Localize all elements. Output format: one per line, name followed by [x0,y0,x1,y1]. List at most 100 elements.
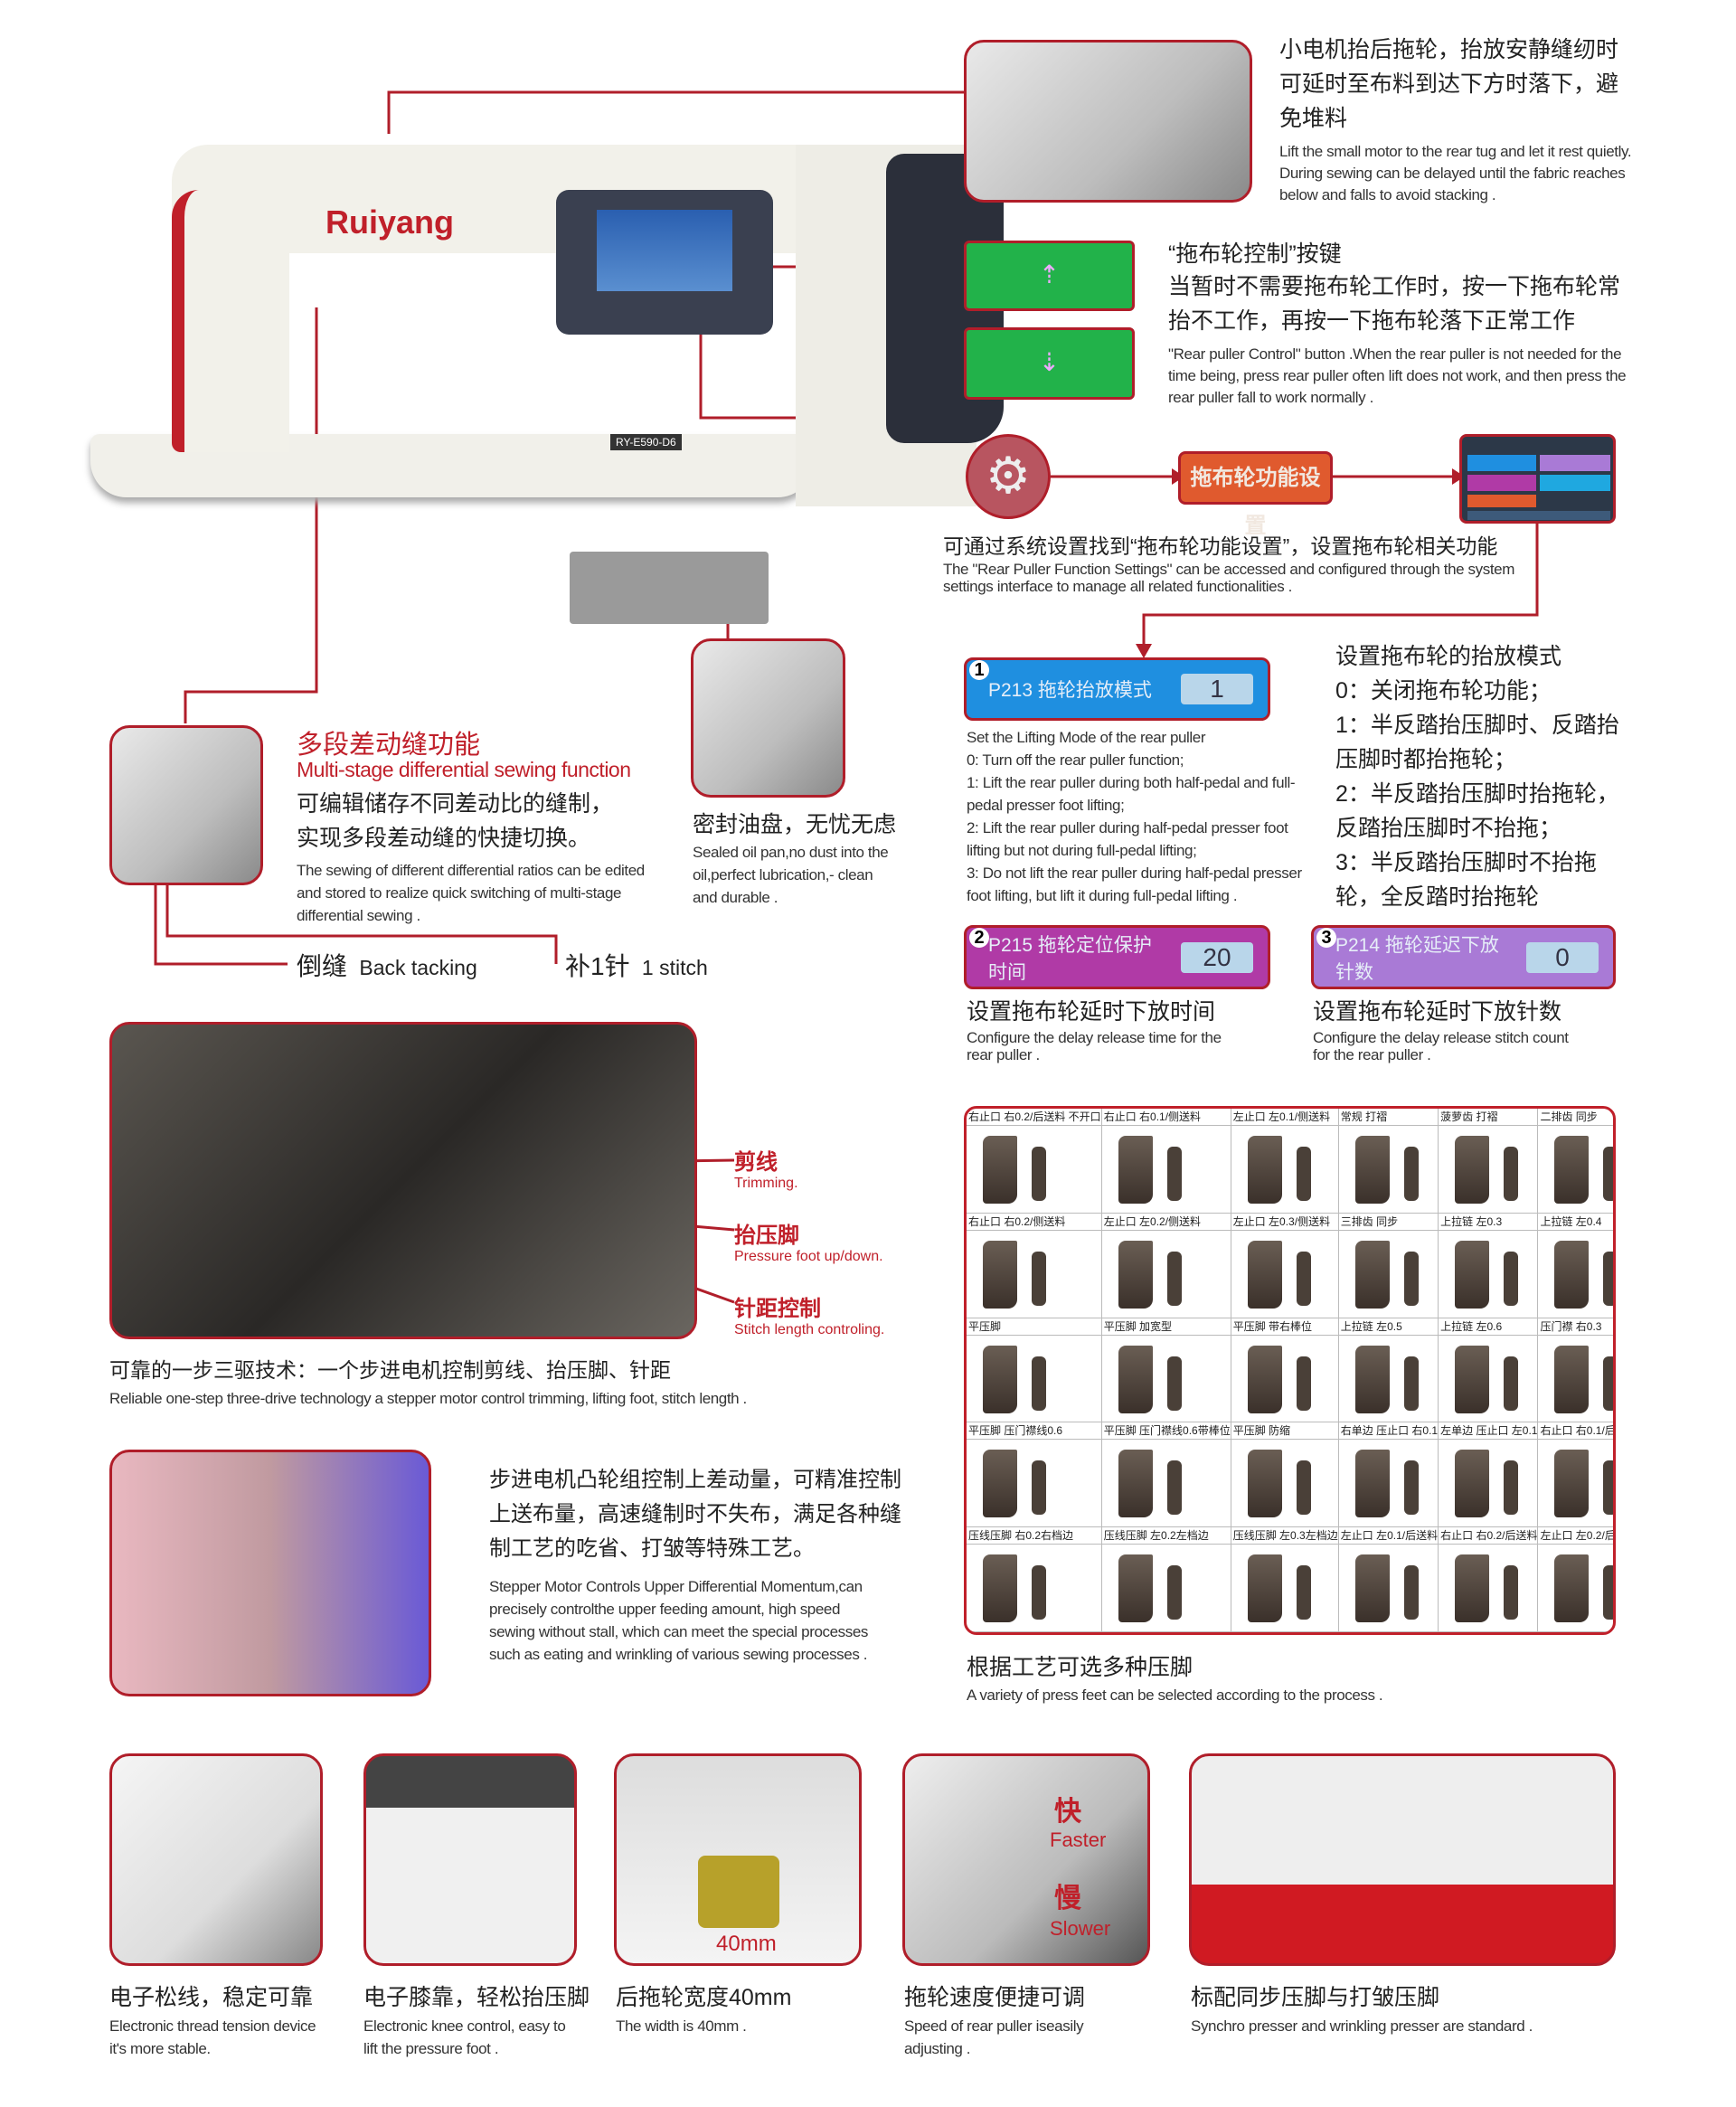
presser-foot-image [1296,1460,1311,1516]
presser-foot-label: 右止口 右0.1/后送料 [1538,1422,1613,1441]
caption-cn: 标配同步压脚与打皱压脚 [1191,1985,1440,2010]
presser-foot-image [1554,1450,1590,1518]
presser-foot-label: 右止口 右0.2/后送料 [1439,1527,1538,1545]
rear-lift-en: Lift the small motor to the rear tug and… [1279,143,1632,203]
presser-foot-cell: 二排齿 同步 [1538,1109,1613,1214]
presser-foot-label: 左止口 左0.1/侧送料 [1231,1109,1338,1126]
presser-foot-cell: 平压脚 [967,1318,1102,1423]
presser-foot-label: 平压脚 压门襟线0.6 [967,1422,1101,1441]
presser-foot-image [1455,1345,1490,1413]
presser-foot-label: 上拉链 左0.4 [1538,1214,1613,1231]
param-number: 3 [1316,928,1336,948]
backtack-cn: 倒缝 [297,952,348,980]
presser-foot-image [1455,1136,1490,1204]
presser-foot-image [1603,1565,1613,1620]
presser-foot-cell: 右止口 右0.2/后送料 [1439,1527,1539,1632]
delay-time-en: Configure the delay release time for the… [967,1029,1222,1063]
puller-down-icon: ⇣ [1038,348,1061,376]
presser-foot-label: 压线压脚 左0.3左档边 [1231,1527,1338,1545]
settings-flow-cn: 可通过系统设置找到“拖布轮功能设置”，设置拖布轮相关功能 [943,534,1498,558]
backtack-en: Back tacking [359,956,477,979]
label-cn: 针距控制 [734,1297,821,1321]
stitch-en: 1 stitch [641,956,708,979]
presser-foot-cell: 左单边 压止口 左0.1 [1439,1422,1539,1528]
presser-foot-image [1603,1147,1613,1201]
presser-foot-label: 左止口 左0.2/后送料 [1538,1527,1613,1545]
presser-foot-cell: 上拉链 左0.6 [1439,1318,1539,1423]
lift-mode-cn-line: 0：关闭拖布轮功能； [1335,678,1552,704]
presser-foot-cell: 压线压脚 左0.3左档边 [1231,1527,1339,1632]
presser-foot-image [1296,1565,1311,1620]
presser-foot-image [1118,1240,1153,1309]
differential-en: The sewing of different differential rat… [297,862,645,924]
presser-foot-label: 右止口 右0.2/侧送料 [967,1214,1101,1231]
rear-motor-photo [964,40,1252,203]
param-value: 20 [1181,941,1253,973]
presser-foot-image [1354,1345,1390,1413]
label-cn: 抬压脚 [734,1224,799,1248]
label-en: Pressure foot up/down. [734,1249,883,1264]
puller-button-down[interactable]: ⇣ [964,327,1135,400]
presser-foot-cell: 左止口 左0.1/侧送料 [1231,1109,1339,1214]
presser-foot-cell: 右单边 压止口 右0.1 [1338,1422,1439,1528]
thread-tension-photo [109,1753,323,1966]
presser-foot-label: 压门襟 右0.3 [1538,1318,1613,1336]
presser-foot-image [1603,1251,1613,1306]
presser-foot-image [1403,1460,1419,1516]
puller-button-up[interactable]: ⇡ [964,241,1135,311]
caption-cn: 后拖轮宽度40mm [616,1985,792,2010]
rear-puller-settings-button[interactable]: 拖布轮功能设置 [1178,451,1333,538]
label-cn: 剪线 [734,1150,778,1175]
label-en: Stitch length controling. [734,1322,885,1337]
presser-foot-image [1455,1240,1490,1309]
presser-foot-label: 上拉链 左0.3 [1439,1214,1538,1231]
cam-en: Stepper Motor Controls Upper Differentia… [489,1578,869,1663]
motor-en: Reliable one-step three-drive technology… [109,1390,747,1407]
presser-foot-image [1504,1460,1519,1516]
presser-foot-image [1354,1136,1390,1204]
param-value: 1 [1181,674,1253,704]
presser-foot-image [1247,1240,1282,1309]
presser-foot-image [1296,1147,1311,1201]
label-en: Trimming. [734,1176,798,1191]
gear-icon[interactable]: ⚙ [966,434,1051,519]
presser-foot-image [983,1345,1017,1413]
presser-foot-label: 上拉链 左0.5 [1338,1318,1439,1336]
sewing-machine-image: Ruiyang RY-E590-D6 [90,54,1004,633]
presser-feet-table: 右止口 右0.2/后送料 不开口右止口 右0.1/侧送料左止口 左0.1/侧送料… [964,1106,1616,1635]
presser-foot-image [1354,1240,1390,1309]
presser-foot-image [1455,1450,1490,1518]
presser-foot-cell: 右止口 右0.1/侧送料 [1101,1109,1231,1214]
slow-en: Slower [1050,1917,1111,1940]
presser-foot-image [1354,1554,1390,1623]
presser-foot-label: 压线压脚 右0.2右档边 [967,1527,1101,1545]
presser-foot-label: 平压脚 防缩 [1231,1422,1338,1441]
presser-foot-image [1166,1460,1182,1516]
caption-en: Electronic thread tension device it's mo… [109,2017,316,2057]
presser-foot-image [983,1240,1017,1309]
presser-foot-image [1032,1147,1046,1201]
param-number: 1 [969,660,989,680]
presser-foot-cell: 常规 打褶 [1338,1109,1439,1214]
presser-foot-image [1166,1565,1182,1620]
param-label: P215 拖轮定位保护时间 [988,934,1152,983]
presser-foot-image [1603,1460,1613,1516]
param-label: P213 拖轮抬放模式 [988,680,1152,701]
presser-foot-image [1455,1554,1490,1623]
presser-foot-image [983,1136,1017,1204]
lift-mode-cn-line: 3：半反踏抬压脚时不抬拖轮，全反踏时抬拖轮 [1335,850,1597,910]
presser-foot-cell: 右止口 右0.1/后送料 [1538,1422,1613,1528]
lift-mode-en-line: 2: Lift the rear puller during half-peda… [967,819,1288,859]
puller-button-cn: 当暂时不需要拖布轮工作时，按一下拖布轮常抬不工作，再按一下拖布轮落下正常工作 [1168,274,1621,334]
differential-title-en: Multi-stage differential sewing function [297,758,631,781]
presser-foot-image [1296,1356,1311,1411]
puller-speed-photo: 快 Faster 慢 Slower [902,1753,1150,1966]
settings-screen-thumbnail [1459,434,1616,524]
presser-foot-image [1403,1251,1419,1306]
